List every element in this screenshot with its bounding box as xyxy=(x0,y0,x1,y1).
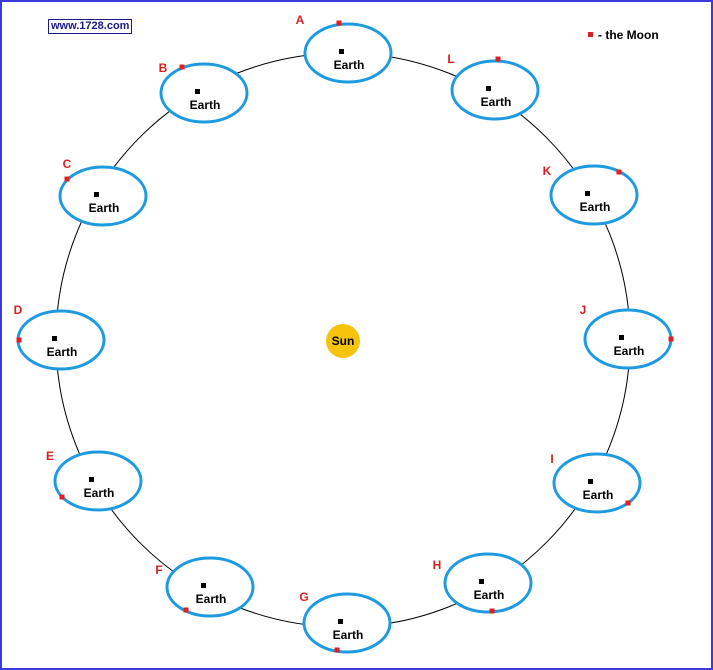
earth-marker xyxy=(52,336,57,341)
moon-orbit-ring xyxy=(443,552,533,614)
moon-orbit-ring xyxy=(552,452,642,514)
position-letter: G xyxy=(299,590,308,604)
earth-label: Earth xyxy=(196,592,227,606)
position-letter: I xyxy=(550,452,553,466)
earth-label: Earth xyxy=(190,98,221,112)
earth-marker xyxy=(619,335,624,340)
position-b: Earth B xyxy=(159,61,249,124)
earth-marker xyxy=(486,86,491,91)
position-letter: F xyxy=(155,563,162,577)
moon-orbit-ring xyxy=(58,165,148,227)
position-c: Earth C xyxy=(58,157,148,227)
earth-label: Earth xyxy=(89,201,120,215)
position-k: Earth K xyxy=(543,164,639,226)
moon-marker xyxy=(179,64,185,70)
earth-marker xyxy=(89,477,94,482)
moon-legend-marker xyxy=(588,32,593,37)
orbit-backing xyxy=(304,594,390,652)
orbit-backing xyxy=(445,554,531,612)
moon-orbit-ring xyxy=(165,556,255,618)
moon-orbit-ring xyxy=(302,592,392,654)
orbit-backing xyxy=(305,24,391,82)
moon-orbit-ring xyxy=(450,59,540,121)
moon-marker xyxy=(336,20,342,26)
orbit-backing xyxy=(452,61,538,119)
moon-marker xyxy=(489,608,495,614)
position-d: Earth D xyxy=(14,303,106,371)
position-f: Earth F xyxy=(155,556,255,618)
orbit-backing xyxy=(167,558,253,616)
moon-marker xyxy=(183,607,189,613)
position-letter: D xyxy=(14,303,23,317)
position-e: Earth E xyxy=(46,449,143,512)
earth-label: Earth xyxy=(481,95,512,109)
moon-marker xyxy=(668,336,674,342)
position-letter: C xyxy=(63,157,72,171)
moon-marker xyxy=(334,647,340,653)
earth-label: Earth xyxy=(474,588,505,602)
moon-marker xyxy=(625,500,631,506)
moon-orbit-ring xyxy=(159,62,249,124)
position-letter: J xyxy=(580,303,587,317)
orbit-backing xyxy=(551,166,637,224)
orbit-backing xyxy=(585,310,671,368)
earth-label: Earth xyxy=(334,58,365,72)
earth-marker xyxy=(195,89,200,94)
position-letter: A xyxy=(296,13,305,27)
earth-marker xyxy=(588,479,593,484)
earth-positions: EarthAEarthBEarthCEarthDEarthEEarthFEart… xyxy=(14,13,674,654)
earth-marker xyxy=(201,583,206,588)
moon-marker xyxy=(495,56,501,62)
moon-legend-label: - the Moon xyxy=(598,28,659,42)
position-i: Earth I xyxy=(550,452,642,514)
earth-marker xyxy=(338,619,343,624)
site-logo[interactable]: www.1728.com xyxy=(48,19,133,34)
earth-marker xyxy=(94,192,99,197)
sun xyxy=(326,324,360,358)
moon-marker xyxy=(64,176,70,182)
moon-orbit-ring xyxy=(549,164,639,226)
position-letter: E xyxy=(46,449,54,463)
earth-label: Earth xyxy=(580,200,611,214)
sun-label: Sun xyxy=(332,334,355,348)
position-letter: K xyxy=(543,164,552,178)
moon-orbit-ring xyxy=(303,22,393,84)
position-letter: H xyxy=(433,558,442,572)
moon-marker xyxy=(59,494,65,500)
orbit-backing xyxy=(161,64,247,122)
earth-marker xyxy=(339,49,344,54)
earth-label: Earth xyxy=(84,486,115,500)
orbit-backing xyxy=(55,452,141,510)
earth-marker xyxy=(479,579,484,584)
position-letter: L xyxy=(447,52,454,66)
moon-marker xyxy=(16,337,22,343)
orbit-backing xyxy=(554,454,640,512)
position-a: Earth A xyxy=(296,13,393,84)
position-j: Earth J xyxy=(580,303,674,370)
position-letter: B xyxy=(159,61,168,75)
orbit-backing xyxy=(18,311,104,369)
orbit-backing xyxy=(60,167,146,225)
earth-label: Earth xyxy=(614,344,645,358)
earth-label: Earth xyxy=(583,488,614,502)
earth-marker xyxy=(585,191,590,196)
position-g: Earth G xyxy=(299,590,392,654)
earth-label: Earth xyxy=(47,345,78,359)
position-l: Earth L xyxy=(447,52,540,121)
moon-orbit-ring xyxy=(53,450,143,512)
earth-label: Earth xyxy=(333,628,364,642)
moon-marker xyxy=(616,169,622,175)
position-h: Earth H xyxy=(433,552,533,614)
